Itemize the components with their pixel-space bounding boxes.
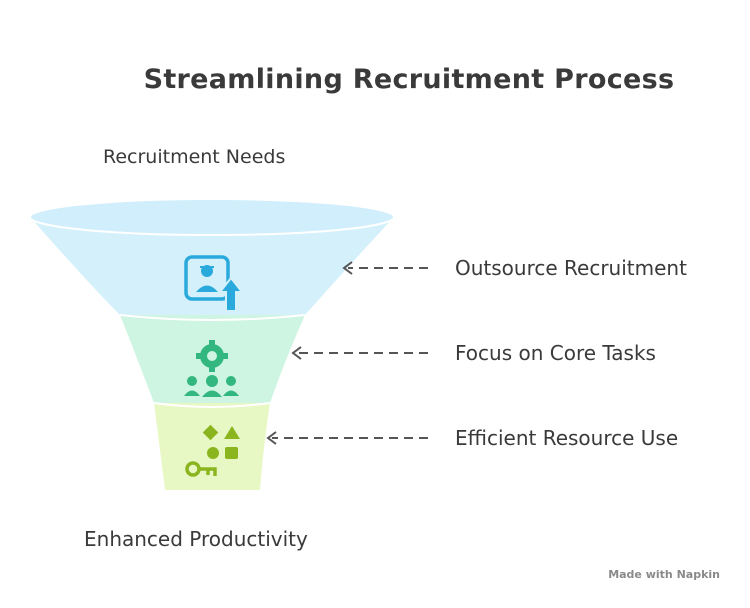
stage-label-efficient-resource-use: Efficient Resource Use	[455, 426, 679, 450]
shapes-key-icon	[185, 424, 240, 477]
diagram-title: Streamlining Recruitment Process	[143, 64, 675, 95]
funnel-stage-3	[154, 403, 270, 490]
connector-arrow-1	[342, 261, 428, 275]
funnel-rim	[29, 198, 395, 236]
upload-arrow-icon	[217, 276, 245, 312]
connector-arrow-2	[291, 346, 428, 360]
connector-arrow-3	[266, 431, 428, 445]
funnel-bottom-label: Enhanced Productivity	[84, 527, 308, 551]
stage-label-focus-core-tasks: Focus on Core Tasks	[455, 341, 656, 365]
stage-label-outsource-recruitment: Outsource Recruitment	[455, 256, 687, 280]
funnel-top-label: Recruitment Needs	[103, 146, 286, 168]
user-upload-icon	[184, 255, 230, 301]
napkin-watermark: Made with Napkin	[608, 568, 720, 581]
team-gear-icon	[184, 340, 239, 397]
